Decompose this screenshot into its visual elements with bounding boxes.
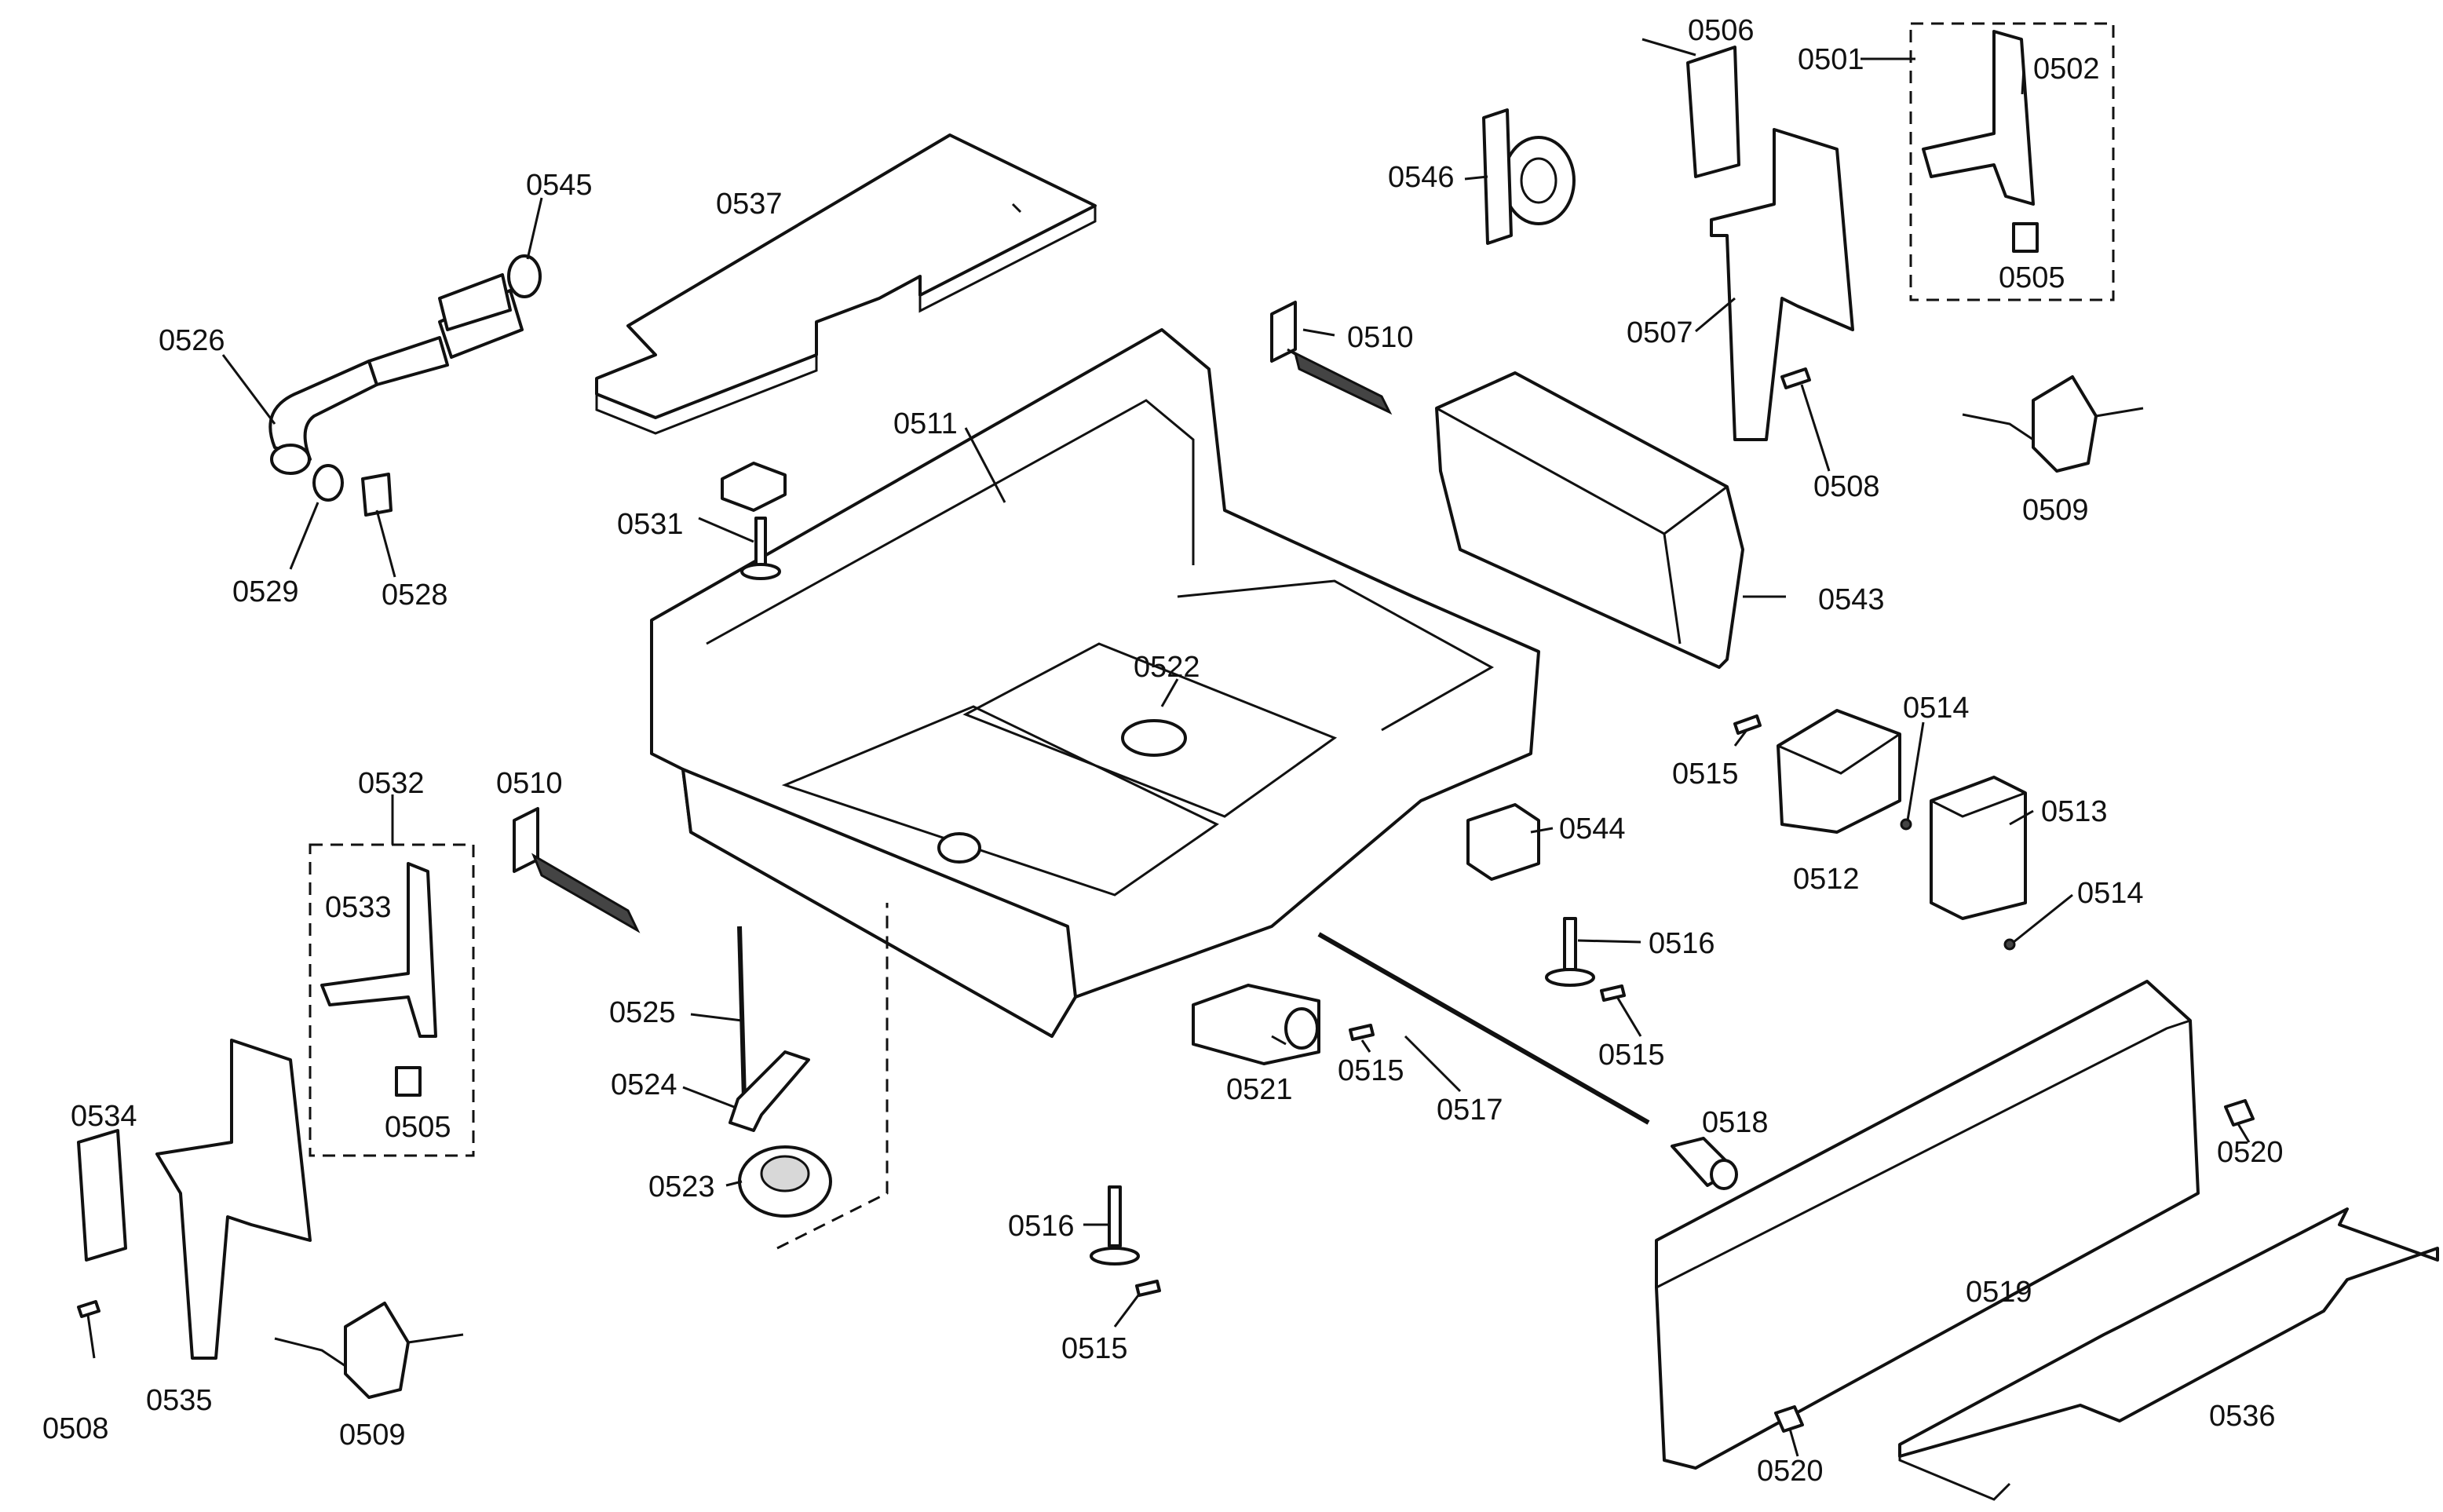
label-0528: 0528 xyxy=(382,579,448,612)
part-0515-screw-a xyxy=(1733,714,1762,735)
part-0515-screw-d xyxy=(1349,1024,1375,1041)
group-0523-box xyxy=(776,903,889,1250)
label-0506: 0506 xyxy=(1688,14,1755,47)
part-0533-hinge-bracket xyxy=(320,862,437,1038)
part-0520-screw-lower xyxy=(1774,1405,1804,1433)
part-0507-hinge-bracket xyxy=(1710,128,1854,441)
part-0523-float xyxy=(738,1145,832,1218)
label-0531: 0531 xyxy=(617,508,684,541)
part-0509-switch-upper xyxy=(1962,375,2144,473)
label-0526: 0526 xyxy=(159,324,225,357)
label-0509-lower: 0509 xyxy=(339,1419,406,1452)
label-0519: 0519 xyxy=(1966,1276,2032,1309)
part-0505-clip-lower xyxy=(395,1066,422,1097)
part-0535-hinge-bracket xyxy=(155,1039,312,1360)
part-0544-actuator xyxy=(1466,803,1540,881)
part-0516-foot-lower xyxy=(1090,1185,1140,1265)
label-0510-lower: 0510 xyxy=(496,767,563,800)
label-0515-mid: 0515 xyxy=(1598,1039,1665,1072)
label-0544: 0544 xyxy=(1559,813,1626,845)
part-0526-hose xyxy=(268,273,524,475)
part-0510-spring-lower xyxy=(513,807,641,933)
label-0502: 0502 xyxy=(2033,53,2100,86)
label-0529: 0529 xyxy=(232,575,299,608)
label-0534: 0534 xyxy=(71,1100,137,1133)
label-0525: 0525 xyxy=(609,996,676,1029)
part-0521-valve xyxy=(1192,984,1320,1065)
part-0529-clamp xyxy=(312,464,344,502)
label-0522: 0522 xyxy=(1134,651,1200,684)
label-0514-upper: 0514 xyxy=(1903,692,1970,725)
label-0521: 0521 xyxy=(1226,1073,1293,1106)
label-0517: 0517 xyxy=(1437,1094,1503,1127)
part-0514-screw-b xyxy=(2003,938,2016,951)
part-0514-screw-a xyxy=(1900,818,1912,831)
label-0516-right: 0516 xyxy=(1649,927,1715,960)
part-labels: 0506 0501 0502 0546 0545 0537 0505 0507 … xyxy=(42,14,2284,1488)
part-0518-knob xyxy=(1671,1137,1738,1190)
part-0510-spring-upper xyxy=(1270,301,1393,415)
part-0512-door-switch xyxy=(1777,709,1901,834)
part-0536-strip xyxy=(1898,1207,2439,1501)
label-0536: 0536 xyxy=(2209,1400,2276,1433)
part-0505-clip-upper xyxy=(2012,222,2039,253)
label-0516-lower: 0516 xyxy=(1008,1210,1075,1243)
label-0532: 0532 xyxy=(358,767,425,800)
part-0517-rod xyxy=(1317,932,1650,1125)
label-0514-lower: 0514 xyxy=(2077,877,2144,910)
part-0509-switch-lower xyxy=(274,1302,464,1399)
label-0537: 0537 xyxy=(716,188,783,221)
part-0534-bracket xyxy=(77,1129,127,1262)
leader-lines xyxy=(86,38,2251,1457)
part-0520-screw-upper xyxy=(2224,1099,2255,1127)
part-0513-cover xyxy=(1930,776,2027,920)
label-0507: 0507 xyxy=(1627,316,1693,349)
label-0513: 0513 xyxy=(2041,795,2108,828)
label-0505-upper: 0505 xyxy=(1999,261,2065,294)
part-0506-bracket xyxy=(1686,46,1740,178)
label-0520-lower: 0520 xyxy=(1757,1455,1824,1488)
part-0528-clip xyxy=(361,473,393,517)
part-0515-screw-c xyxy=(1135,1280,1161,1297)
label-0510-upper: 0510 xyxy=(1347,321,1414,354)
label-0512: 0512 xyxy=(1793,863,1860,896)
part-0508-screw-upper xyxy=(1780,367,1811,389)
label-0511: 0511 xyxy=(893,407,958,440)
part-0515-screw-b xyxy=(1600,984,1626,1002)
part-0546-pump xyxy=(1482,108,1576,245)
part-0524-float-arm xyxy=(729,1050,810,1132)
label-0524: 0524 xyxy=(611,1068,677,1101)
label-0509-upper: 0509 xyxy=(2022,494,2089,527)
label-0518: 0518 xyxy=(1702,1106,1769,1139)
label-0515-right: 0515 xyxy=(1672,758,1739,791)
part-0543-control-module xyxy=(1435,371,1744,669)
part-0516-foot-right xyxy=(1545,917,1595,987)
group-0501-box xyxy=(1909,22,2115,301)
label-0515-left: 0515 xyxy=(1338,1054,1404,1087)
label-0523: 0523 xyxy=(648,1171,715,1203)
label-0533: 0533 xyxy=(325,891,392,924)
label-0546: 0546 xyxy=(1388,161,1455,194)
part-0519-toe-kick xyxy=(1655,980,2200,1470)
part-0508-screw-lower xyxy=(77,1300,100,1318)
part-0502-hinge-bracket xyxy=(1922,30,2035,206)
part-0525-rod xyxy=(737,926,747,1100)
label-0508-lower: 0508 xyxy=(42,1412,109,1445)
part-0537-panel xyxy=(595,133,1097,435)
label-0515-lower: 0515 xyxy=(1061,1332,1128,1365)
label-0535: 0535 xyxy=(146,1384,213,1417)
label-0508-upper: 0508 xyxy=(1813,470,1880,503)
label-0501: 0501 xyxy=(1798,43,1864,76)
part-0545-clamp xyxy=(507,254,542,298)
label-0520-upper: 0520 xyxy=(2217,1136,2284,1169)
part-0511-base xyxy=(650,328,1540,1038)
label-0545: 0545 xyxy=(526,169,593,202)
part-0531-leveling-foot xyxy=(721,462,787,580)
label-0505-lower: 0505 xyxy=(385,1111,451,1144)
label-0543: 0543 xyxy=(1818,583,1885,616)
